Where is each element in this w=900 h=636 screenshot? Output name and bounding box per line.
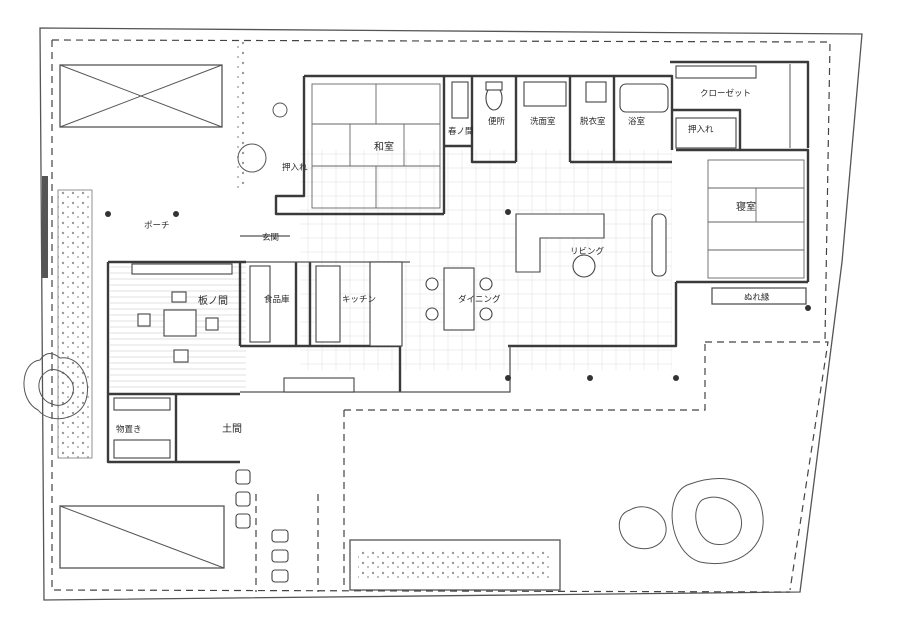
tree-left	[23, 353, 88, 420]
tree-right-large	[671, 478, 764, 564]
label-senmen: 洗面室	[530, 116, 556, 127]
fixtures	[451, 64, 791, 149]
label-engawa: ぬれ縁	[744, 292, 770, 303]
label-datsui: 脱衣室	[580, 116, 606, 127]
itanoma-furniture	[131, 263, 233, 363]
label-dining: ダイニング	[458, 294, 501, 305]
label-closet: クローゼット	[700, 88, 751, 99]
tree-right-small	[618, 506, 667, 550]
posts	[105, 209, 811, 381]
label-genkan: 玄関	[262, 232, 279, 243]
parking-top	[59, 64, 223, 128]
stone-path-left	[42, 38, 246, 459]
label-shinshitsu: 寝室	[736, 200, 756, 213]
label-yokushitsu: 浴室	[628, 116, 646, 127]
living-sofa	[515, 213, 667, 278]
label-shokuhin: 食品庫	[264, 294, 290, 305]
house-outer-walls	[106, 60, 810, 464]
engawa-deck	[711, 287, 807, 305]
label-living: リビング	[570, 246, 605, 257]
interior-walls	[240, 76, 742, 346]
label-oshiire-right: 押入れ	[688, 124, 714, 135]
label-shunoma: 春ノ間	[448, 126, 474, 137]
label-oshiire-top: 押入れ	[282, 162, 308, 173]
label-monooki: 物置き	[116, 424, 142, 435]
kitchen-island	[249, 261, 403, 393]
parking-bottom	[59, 505, 225, 569]
label-itanoma: 板ノ間	[198, 294, 228, 307]
site-boundary	[39, 27, 863, 601]
stepping-stones	[235, 469, 319, 592]
dining-table	[425, 267, 493, 331]
label-kitchen: キッチン	[342, 295, 376, 305]
label-porch: ポーチ	[144, 221, 170, 231]
label-washitsu: 和室	[374, 140, 394, 153]
monooki-shelves	[113, 397, 171, 459]
label-doma: 土間	[222, 422, 242, 435]
shinshitsu-tatami	[707, 159, 805, 279]
label-toilet: 便所	[488, 116, 506, 127]
washitsu-tatami	[311, 83, 441, 209]
tree-top	[237, 102, 288, 173]
garden-bed	[349, 539, 561, 591]
